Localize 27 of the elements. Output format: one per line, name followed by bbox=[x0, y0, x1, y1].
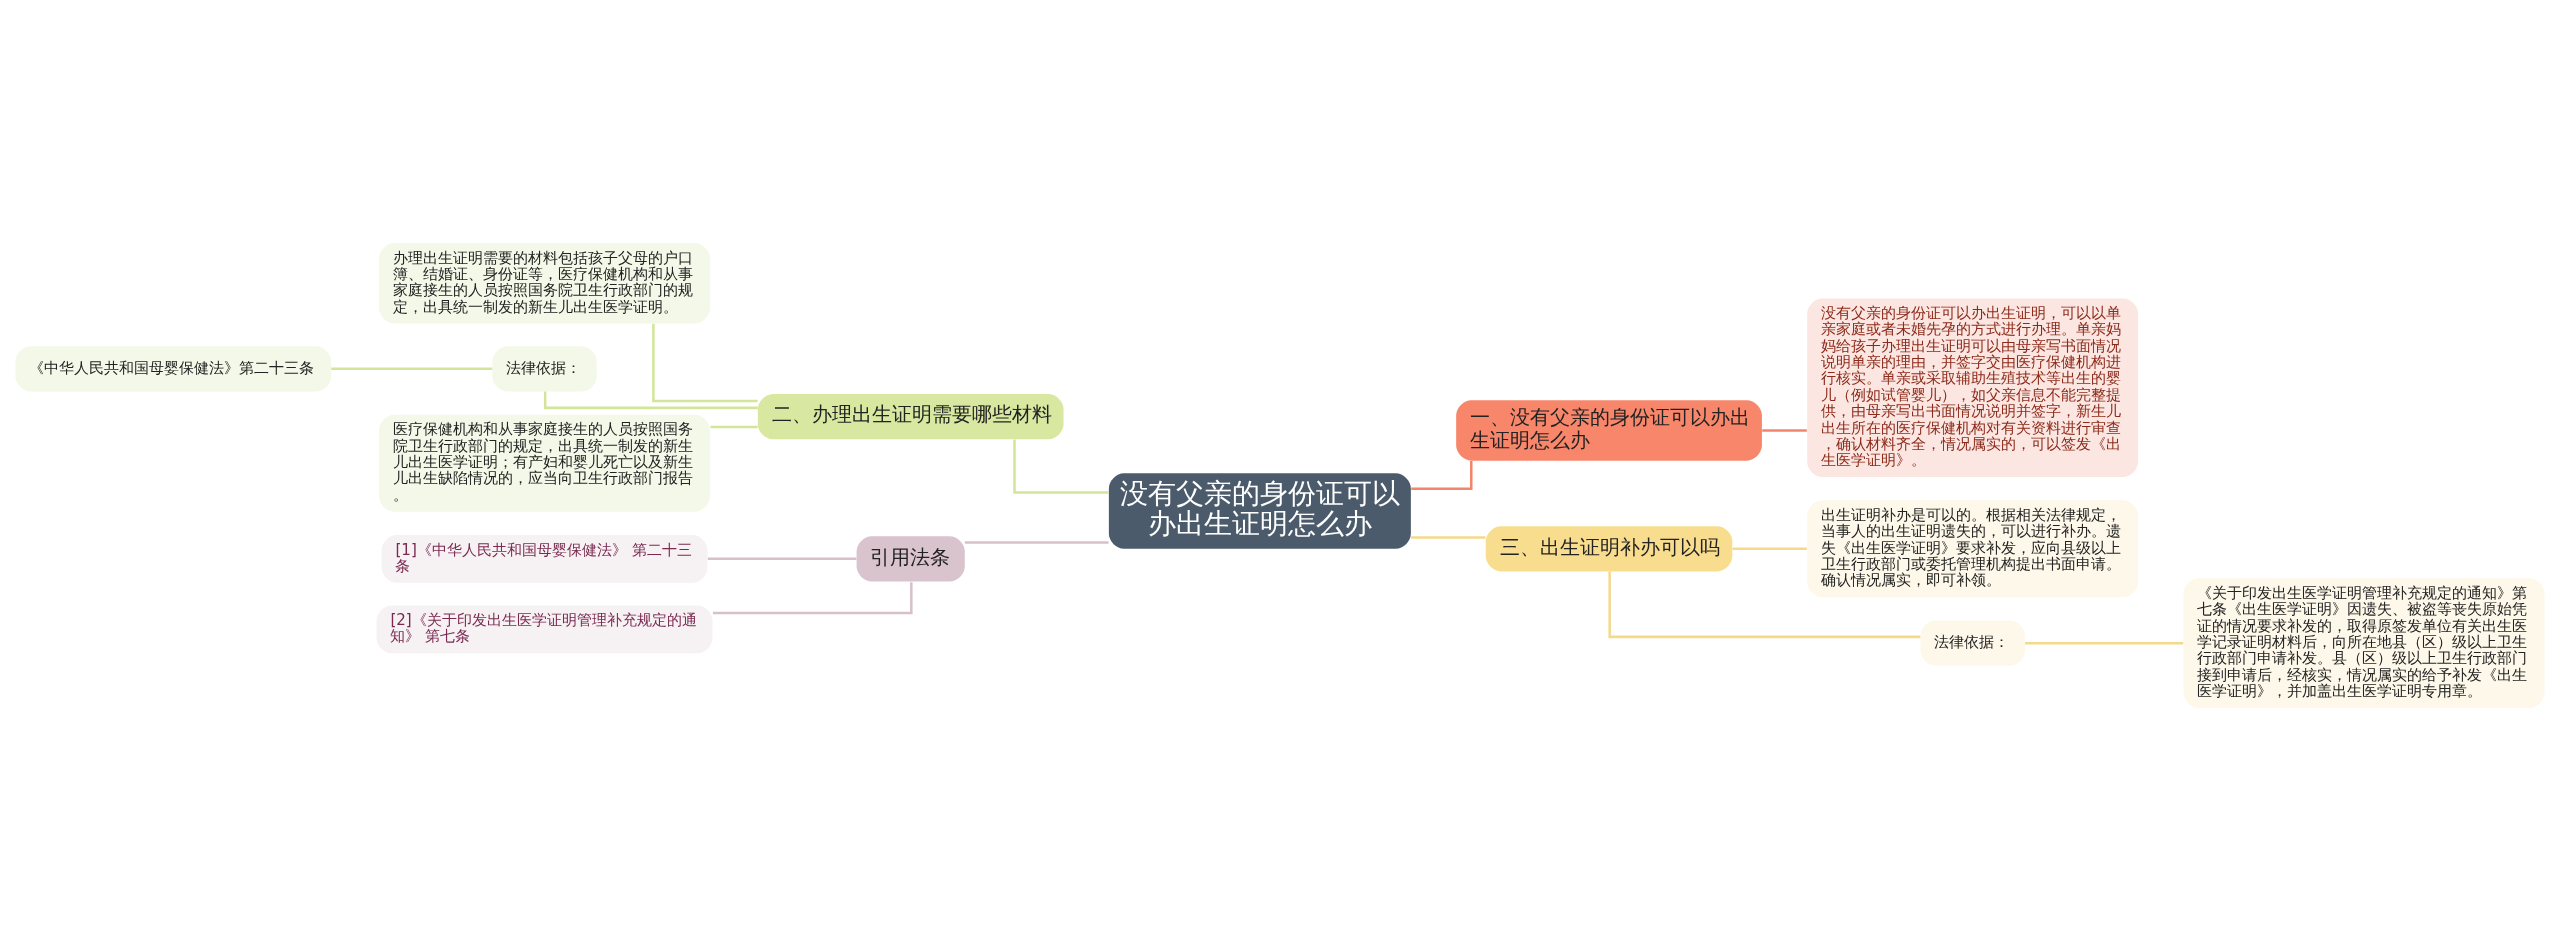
node-box: 没有父亲的身份证可以办出生证明，可以以单亲家庭或者未婚先孕的方式进行办理。单亲妈妈给孩子办理出生证明可以由母亲写书面情况说明单亲的理由，并签字交由医疗保健机构进行核实。单亲或采取辅助生殖技术等出生的婴儿（例如试管婴儿），如父亲信息不能完整提供，由母亲写出书面情况说明并签字，新生儿出生所在的医疗保健机构对有关资料进行审查，确认材料齐全，情况属实的，可以签发《出生医学证明》。 bbox=[1807, 298, 2139, 478]
node-box: 一、没有父亲的身份证可以办出生证明怎么办 bbox=[1456, 400, 1762, 461]
node-box: 三、出生证明补办可以吗 bbox=[1485, 526, 1733, 572]
node-box: 《中华人民共和国母婴保健法》第二十三条 bbox=[15, 346, 332, 392]
connector bbox=[1608, 571, 1921, 639]
node-box: 医疗保健机构和从事家庭接生的人员按照国务院卫生行政部门的规定，出具统一制发的新生儿出生医学证明；有产妇和婴儿死亡以及新生儿出生缺陷情况的，应当向卫生行政部门报告。 bbox=[379, 414, 710, 512]
connector bbox=[1732, 547, 1807, 551]
connector bbox=[543, 391, 758, 410]
connector bbox=[707, 557, 857, 561]
node-box: 《关于印发出生医学证明管理补充规定的通知》第七条《出生医学证明》因遗失、被盗等丧失原始凭证的情况要求补发的，取得原签发单位有关出生医学记录证明材料后，向所在地县（区）级以上卫生行政部门申请补发。县（区）级以上卫生行政部门接到申请后，经核实，情况属实的给予补发《出生医学证明》，并加盖出生医学证明专用章。 bbox=[2183, 578, 2545, 708]
node-box: 法律依据： bbox=[492, 346, 597, 392]
node-box: 引用法条 bbox=[856, 536, 965, 582]
connector bbox=[652, 323, 758, 403]
node-box: [2]《关于印发出生医学证明管理补充规定的通知》 第七条 bbox=[376, 605, 713, 654]
node-box: [1]《中华人民共和国母婴保健法》 第二十三条 bbox=[381, 534, 708, 583]
connector bbox=[331, 367, 493, 371]
connector bbox=[964, 541, 1109, 544]
connector bbox=[710, 425, 758, 429]
node-box: 没有父亲的身份证可以办出生证明怎么办 bbox=[1108, 473, 1411, 549]
connector bbox=[1762, 429, 1807, 432]
node-box: 办理出生证明需要的材料包括孩子父母的户口簿、结婚证、身份证等，医疗保健机构和从事家庭接生的人员按照国务院卫生行政部门的规定，出具统一制发的新生儿出生医学证明。 bbox=[379, 243, 710, 324]
connector bbox=[1013, 439, 1109, 494]
node-box: 二、办理出生证明需要哪些材料 bbox=[757, 394, 1064, 440]
node-box: 出生证明补办是可以的。根据相关法律规定，当事人的出生证明遗失的，可以进行补办。遗失《出生医学证明》要求补发，应向县级以上卫生行政部门或委托管理机构提出书面申请。确认情况属实，即可补领。 bbox=[1807, 500, 2139, 598]
connector bbox=[1411, 536, 1486, 539]
node-box: 法律依据： bbox=[1920, 620, 2025, 666]
connector bbox=[2025, 641, 2184, 645]
